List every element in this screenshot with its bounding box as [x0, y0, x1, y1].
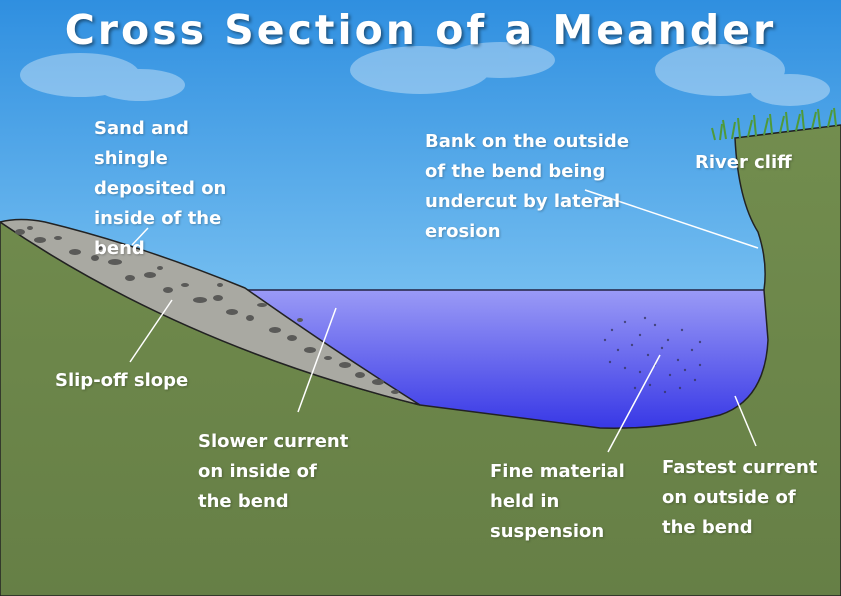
label-river-cliff: River cliff [695, 152, 792, 173]
water [235, 290, 768, 429]
suspended-particles [603, 316, 702, 394]
leader-lines [129, 189, 759, 453]
label-sand-shingle: Sand and shingle deposited on inside of … [94, 118, 227, 259]
label-bank-undercut: Bank on the outside of the bend being un… [425, 131, 630, 242]
grass-tuft [711, 107, 837, 141]
label-slower-current: Slower current on inside of the bend [198, 431, 349, 512]
clouds [20, 42, 830, 106]
leader-bank-undercut [584, 189, 759, 249]
leader-fastest-current [734, 395, 757, 447]
leader-sand-shingle [131, 227, 149, 246]
leader-slower-current [297, 307, 337, 413]
label-fastest-current: Fastest current on outside of the bend [662, 457, 818, 538]
label-fine-material: Fine material held in suspension [490, 461, 625, 542]
leader-fine-material [607, 354, 661, 453]
label-slip-off-slope: Slip-off slope [55, 370, 189, 391]
sand-shingle-deposit [0, 218, 421, 406]
diagram-title: Cross Section of a Meander [64, 6, 777, 54]
deposit-pebbles [15, 226, 399, 394]
leader-slip-off-slope [129, 299, 173, 363]
